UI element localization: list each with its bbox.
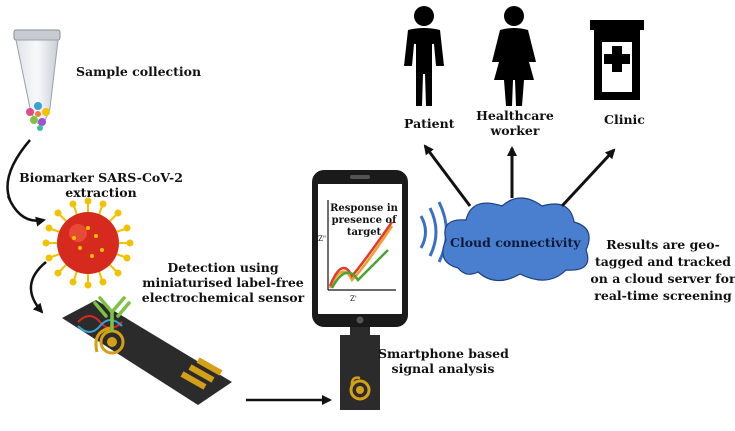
extraction-line-2: extraction <box>65 185 137 200</box>
sample-collection-label: Sample collection <box>76 64 202 79</box>
cloud-icon <box>442 197 590 282</box>
dna-strand-icon <box>77 315 123 333</box>
curve-orange <box>328 225 394 289</box>
arrow-virus-to-sensor <box>29 261 47 314</box>
arrow-extraction-to-virus <box>6 195 46 227</box>
detection-line-3: electrochemical sensor <box>141 290 305 305</box>
curve-green <box>330 249 389 289</box>
detection-line-2: miniaturised label-free <box>142 275 304 290</box>
smartphone-icon <box>312 170 408 327</box>
results-line-3: on a cloud server for <box>590 271 735 286</box>
extraction-line-1: Biomarker SARS-CoV-2 <box>19 170 183 185</box>
healthcare-line-1: Healthcare <box>476 108 554 123</box>
extraction-label: Biomarker SARS-CoV-2 extraction <box>16 170 186 200</box>
arrow-cloud-to-clinic <box>560 148 616 208</box>
results-label: Results are geo- tagged and tracked on a… <box>590 236 735 304</box>
clinic-icon <box>590 20 644 100</box>
sensor-strip-icon <box>62 296 232 405</box>
response-line-2: presence of <box>331 215 397 226</box>
sample-tube-icon <box>13 29 61 131</box>
healthcare-worker-icon <box>492 6 536 106</box>
virus-icon <box>42 197 134 289</box>
results-line-2: tagged and tracked <box>594 254 732 269</box>
patient-icon <box>404 6 444 106</box>
curve-red <box>328 221 394 287</box>
smartphone-line-1: Smartphone based <box>378 346 509 361</box>
healthcare-worker-label: Healthcare worker <box>470 108 560 138</box>
smartphone-line-2: signal analysis <box>391 361 495 376</box>
healthcare-line-2: worker <box>490 123 540 138</box>
clinic-label: Clinic <box>604 112 645 127</box>
arrow-cloud-to-patient <box>423 144 472 207</box>
results-line-4: real-time screening <box>594 288 732 303</box>
sensor-dongle-icon <box>340 327 380 410</box>
phone-x-axis-label: Z' <box>350 295 357 303</box>
arrow-tube-to-extraction <box>6 139 31 201</box>
response-line-3: target <box>346 227 382 238</box>
detection-label: Detection using miniaturised label-free … <box>134 260 312 305</box>
smartphone-analysis-label: Smartphone based signal analysis <box>378 346 509 376</box>
phone-response-label: Response in presence of target <box>326 203 402 239</box>
phone-y-axis-label: Z" <box>318 235 327 243</box>
response-line-1: Response in <box>330 203 398 214</box>
cloud-connectivity-label: Cloud connectivity <box>450 235 581 250</box>
detection-line-1: Detection using <box>167 260 279 275</box>
patient-label: Patient <box>404 116 455 131</box>
antibody-icon <box>93 296 131 332</box>
results-line-1: Results are geo- <box>606 237 720 252</box>
